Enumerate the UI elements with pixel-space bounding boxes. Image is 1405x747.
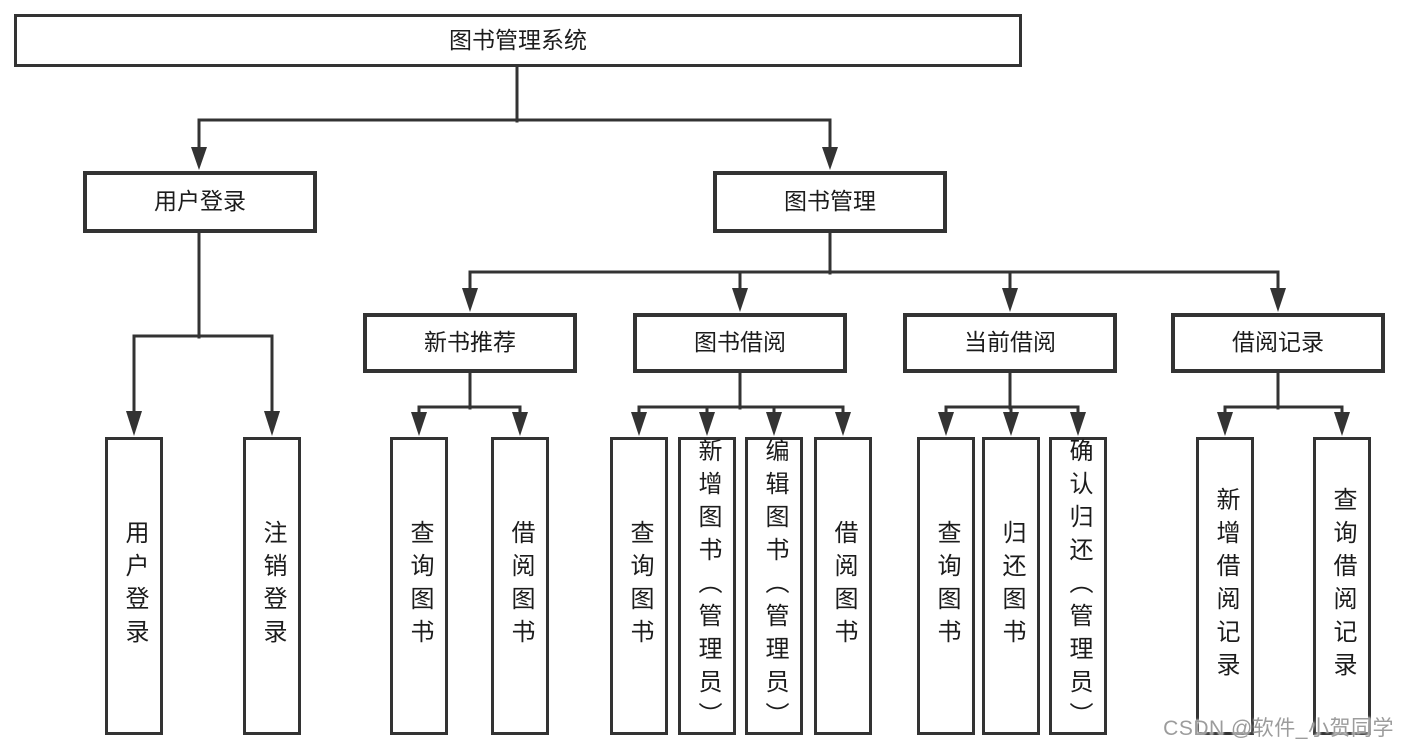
node-label: 借阅记录 xyxy=(1232,329,1324,356)
node-label: 查询图书 xyxy=(933,520,960,652)
watermark: CSDN @软件_小贺同学 xyxy=(1163,717,1394,740)
node-new-book-recommendation: 新书推荐 xyxy=(363,313,577,373)
node-edit-books-admin: 编辑图书（管理员） xyxy=(745,437,803,735)
node-label: 编辑图书（管理员） xyxy=(761,437,788,735)
node-borrow-books-borrowing: 借阅图书 xyxy=(814,437,872,735)
node-label: 归还图书 xyxy=(998,520,1025,652)
node-logout: 注销登录 xyxy=(243,437,301,735)
node-label: 借阅图书 xyxy=(830,520,857,652)
node-query-books-borrowing: 查询图书 xyxy=(610,437,668,735)
node-query-books-current: 查询图书 xyxy=(917,437,975,735)
node-label: 查询图书 xyxy=(626,520,653,652)
node-label: 图书管理 xyxy=(784,188,876,215)
node-add-borrow-record: 新增借阅记录 xyxy=(1196,437,1254,735)
node-current-borrowing: 当前借阅 xyxy=(903,313,1117,373)
node-label: 图书管理系统 xyxy=(449,26,587,53)
node-book-borrowing: 图书借阅 xyxy=(633,313,847,373)
node-label: 查询图书 xyxy=(406,520,433,652)
node-user-login-leaf: 用户登录 xyxy=(105,437,163,735)
node-label: 新增图书（管理员） xyxy=(694,437,721,735)
node-label: 当前借阅 xyxy=(964,329,1056,356)
node-add-books-admin: 新增图书（管理员） xyxy=(678,437,736,735)
node-confirm-return-admin: 确认归还（管理员） xyxy=(1049,437,1107,735)
node-user-login: 用户登录 xyxy=(83,171,317,233)
node-label: 确认归还（管理员） xyxy=(1065,437,1092,735)
node-query-borrow-record: 查询借阅记录 xyxy=(1313,437,1371,735)
node-label: 用户登录 xyxy=(154,188,246,215)
node-borrow-books-recommend: 借阅图书 xyxy=(491,437,549,735)
node-label: 图书借阅 xyxy=(694,329,786,356)
node-label: 注销登录 xyxy=(259,520,286,652)
node-borrowing-records: 借阅记录 xyxy=(1171,313,1385,373)
node-label: 新书推荐 xyxy=(424,329,516,356)
node-label: 用户登录 xyxy=(121,520,148,652)
node-label: 查询借阅记录 xyxy=(1329,487,1356,685)
node-label: 借阅图书 xyxy=(507,520,534,652)
node-library-management-system: 图书管理系统 xyxy=(14,14,1022,67)
node-return-books: 归还图书 xyxy=(982,437,1040,735)
node-query-books-recommend: 查询图书 xyxy=(390,437,448,735)
node-book-management: 图书管理 xyxy=(713,171,947,233)
node-label: 新增借阅记录 xyxy=(1212,487,1239,685)
